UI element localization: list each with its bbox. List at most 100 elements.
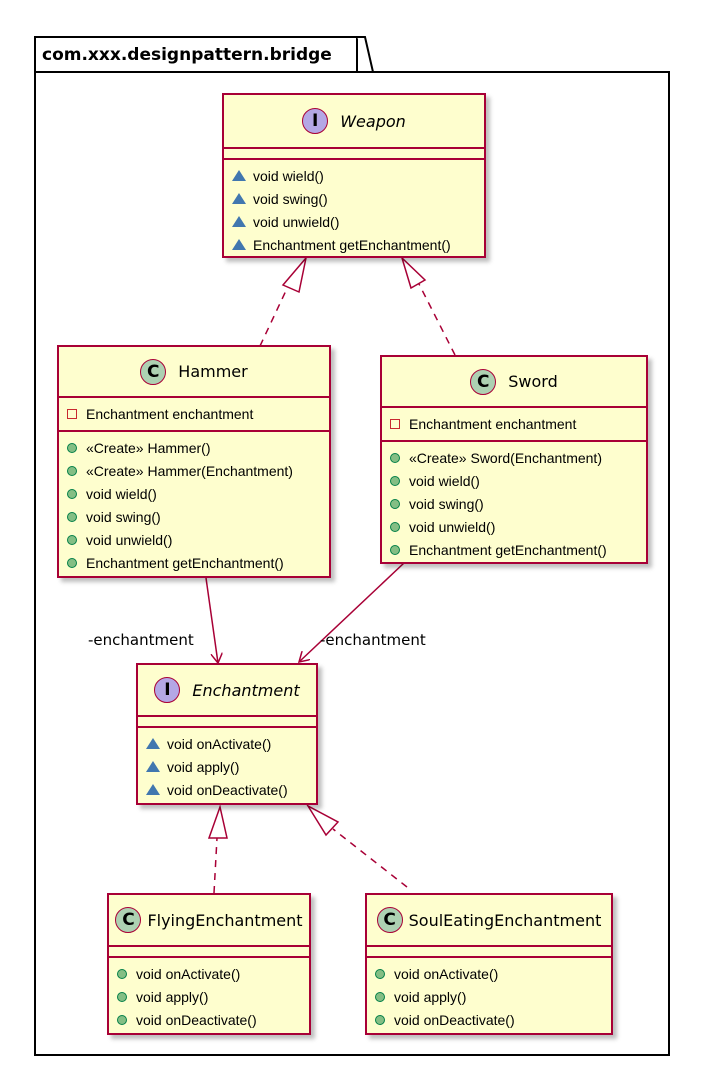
method-signature: void onDeactivate()	[167, 781, 288, 798]
class-header: C SoulEatingEnchantment	[367, 895, 611, 947]
method-signature: void apply()	[394, 988, 467, 1005]
fields-section	[367, 947, 611, 956]
public-visibility-icon	[67, 511, 77, 522]
hammer-realizes-weapon-edge	[259, 257, 307, 347]
public-visibility-icon	[67, 442, 77, 453]
field-signature: Enchantment enchantment	[409, 415, 577, 432]
public-visibility-icon	[67, 488, 77, 499]
method-signature: void onDeactivate()	[136, 1011, 257, 1028]
class-name: FlyingEnchantment	[147, 910, 303, 930]
package-visibility-icon	[146, 738, 160, 749]
methods-section: «Create» Sword(Enchantment) void wield()…	[382, 440, 646, 566]
package-visibility-icon	[232, 170, 246, 181]
class-name: Sword	[508, 372, 558, 391]
method-signature: «Create» Sword(Enchantment)	[409, 449, 602, 466]
sword-enchantment-association-edge	[299, 562, 405, 662]
private-visibility-icon	[390, 418, 400, 429]
methods-section: void onActivate() void apply() void onDe…	[367, 956, 611, 1036]
class-hammer[interactable]: C Hammer Enchantment enchantment «Create…	[57, 345, 331, 578]
fields-section	[224, 149, 484, 158]
method-row: void unwield()	[390, 515, 646, 538]
class-weapon[interactable]: I Weapon void wield() void swing() void …	[222, 93, 486, 258]
method-row: Enchantment getEnchantment()	[232, 233, 484, 256]
class-stereotype-icon: C	[376, 907, 403, 933]
souleating-realizes-enchantment-edge	[305, 804, 408, 888]
method-signature: void apply()	[167, 758, 240, 775]
class-header: I Enchantment	[138, 665, 316, 717]
class-header: C Sword	[382, 357, 646, 408]
class-header: C FlyingEnchantment	[109, 895, 309, 947]
hammer-enchantment-association-edge	[205, 577, 218, 663]
method-signature: void onActivate()	[136, 965, 241, 982]
method-row: void unwield()	[232, 210, 484, 233]
public-visibility-icon	[375, 968, 385, 979]
class-flying-enchantment[interactable]: C FlyingEnchantment void onActivate() vo…	[107, 893, 311, 1035]
method-signature: Enchantment getEnchantment()	[86, 554, 284, 571]
method-row: void swing()	[67, 505, 329, 528]
field-row: Enchantment enchantment	[390, 412, 646, 435]
class-sword[interactable]: C Sword Enchantment enchantment «Create»…	[380, 355, 648, 564]
method-signature: «Create» Hammer(Enchantment)	[86, 462, 293, 479]
method-row: Enchantment getEnchantment()	[390, 538, 646, 561]
class-stereotype-icon: C	[140, 358, 167, 385]
package-visibility-icon	[146, 761, 160, 772]
method-row: void onActivate()	[117, 962, 309, 985]
method-signature: void unwield()	[253, 213, 340, 230]
method-row: void wield()	[232, 164, 484, 187]
method-row: void apply()	[146, 755, 316, 778]
hammer-association-label: -enchantment	[88, 631, 194, 649]
method-signature: void wield()	[86, 485, 157, 502]
method-row: void apply()	[117, 985, 309, 1008]
sword-realizes-weapon-edge	[400, 255, 456, 356]
class-name: Weapon	[340, 111, 406, 131]
public-visibility-icon	[390, 544, 400, 555]
package-visibility-icon	[232, 239, 246, 250]
method-row: Enchantment getEnchantment()	[67, 551, 329, 574]
method-signature: void swing()	[409, 495, 484, 512]
public-visibility-icon	[67, 557, 77, 568]
method-signature: Enchantment getEnchantment()	[409, 541, 607, 558]
class-header: C Hammer	[59, 347, 329, 398]
method-row: «Create» Hammer()	[67, 436, 329, 459]
class-name: SoulEatingEnchantment	[408, 910, 602, 930]
method-signature: void swing()	[253, 190, 328, 207]
class-soul-eating-enchantment[interactable]: C SoulEatingEnchantment void onActivate(…	[365, 893, 613, 1035]
method-signature: void unwield()	[409, 518, 496, 535]
public-visibility-icon	[117, 968, 127, 979]
method-row: void onActivate()	[146, 732, 316, 755]
interface-stereotype-icon: I	[154, 677, 181, 703]
public-visibility-icon	[390, 498, 400, 509]
public-visibility-icon	[117, 1014, 127, 1025]
interface-stereotype-icon: I	[302, 108, 329, 134]
public-visibility-icon	[390, 452, 400, 463]
method-row: void swing()	[390, 492, 646, 515]
method-signature: void onDeactivate()	[394, 1011, 515, 1028]
package-tab-corner	[357, 36, 374, 73]
public-visibility-icon	[117, 991, 127, 1002]
fields-section	[109, 947, 309, 956]
field-signature: Enchantment enchantment	[86, 405, 254, 422]
class-stereotype-icon: C	[470, 368, 497, 395]
method-signature: void onActivate()	[167, 735, 272, 752]
method-signature: «Create» Hammer()	[86, 439, 211, 456]
public-visibility-icon	[67, 534, 77, 545]
method-row: void apply()	[375, 985, 611, 1008]
class-enchantment[interactable]: I Enchantment void onActivate() void app…	[136, 663, 318, 805]
method-row: «Create» Sword(Enchantment)	[390, 446, 646, 469]
public-visibility-icon	[390, 475, 400, 486]
method-signature: void wield()	[253, 167, 324, 184]
class-stereotype-icon: C	[115, 907, 142, 933]
method-row: «Create» Hammer(Enchantment)	[67, 459, 329, 482]
class-header: I Weapon	[224, 95, 484, 149]
method-signature: void unwield()	[86, 531, 173, 548]
methods-section: void wield() void swing() void unwield()…	[224, 158, 484, 261]
public-visibility-icon	[67, 465, 77, 476]
private-visibility-icon	[67, 408, 77, 419]
method-row: void onDeactivate()	[375, 1008, 611, 1031]
method-signature: void wield()	[409, 472, 480, 489]
fields-section	[138, 717, 316, 726]
method-signature: void swing()	[86, 508, 161, 525]
public-visibility-icon	[375, 1014, 385, 1025]
fields-section: Enchantment enchantment	[59, 398, 329, 430]
